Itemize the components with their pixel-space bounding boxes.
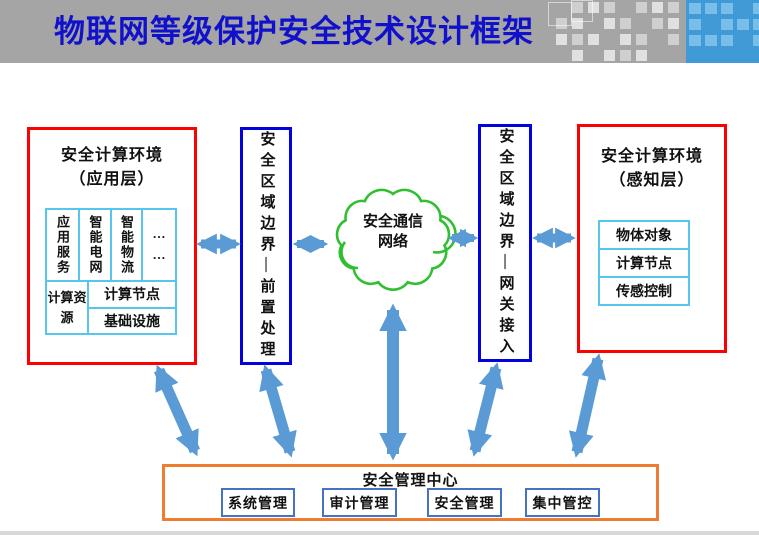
app-env-grid: 应用服务 智能电网 智能物流 … … [45,208,177,335]
cell-compute-resource-label: 计算资源 [47,290,87,325]
mgmt-item-system-label: 系统管理 [228,496,288,512]
decor-square [588,2,599,13]
secure-computing-env-perception-box: 安全计算环境 （感知层） 物体对象 计算节点 传感控制 [577,124,727,353]
decor-square [721,35,733,46]
decor-square [572,34,583,45]
security-management-center-box: 安全管理中心 系统管理 审计管理 安全管理 集中管控 [162,464,659,521]
decor-square [652,18,663,29]
decor-square [636,50,647,61]
decor-blue-block [686,0,759,63]
decor-square [620,50,631,61]
cell-ellipsis: … … [143,210,175,280]
decor-square [705,35,717,46]
perception-env-title: 安全计算环境 （感知层） [580,145,724,193]
mgmt-item-system: 系统管理 [221,488,295,517]
decor-square [668,2,679,13]
mgmt-item-audit: 审计管理 [322,488,397,517]
decor-square [652,2,663,13]
decor-square [620,18,631,29]
decor-square [604,2,615,13]
mgmt-item-audit-label: 审计管理 [329,496,390,512]
mgmt-item-security: 安全管理 [427,488,502,517]
cell-compute-node-right-label: 计算节点 [616,257,672,272]
security-boundary-front-processing-box: 安全区域边界—前置处理 [240,127,292,365]
decor-square [572,18,583,29]
app-env-grid-bottom-row: 计算资源 计算节点 基础设施 [47,282,175,333]
decor-square [668,18,679,29]
decor-outline-square [548,2,572,26]
cell-compute-resource: 计算资源 [47,282,89,333]
comm-network-line1: 安全通信 [362,214,423,230]
decor-square [721,19,733,30]
decor-square [572,2,583,13]
title-bar: 物联网等级保护安全技术设计框架 [0,0,759,63]
decor-square [604,50,615,61]
mgmt-item-central-control-label: 集中管控 [532,496,593,512]
decor-square [588,34,599,45]
mgmt-center-title: 安全管理中心 [362,473,459,489]
arrow-perception-mgmt [568,353,607,458]
decor-square [668,34,679,45]
comm-network-line2: 网络 [377,234,408,251]
decor-square [737,19,749,30]
app-env-grid-top-row: 应用服务 智能电网 智能物流 … … [47,210,175,282]
cell-infrastructure-label: 基础设施 [104,314,160,330]
ellipsis-line2: … [152,247,166,262]
decor-square [689,19,701,30]
cell-app-service: 应用服务 [47,210,80,280]
perception-env-cells: 物体对象 计算节点 传感控制 [598,220,690,306]
arrow-appenv-mgmt [153,364,201,457]
decor-square [556,18,567,29]
app-env-title-line2: （应用层） [69,171,155,188]
cell-app-service-label: 应用服务 [55,215,70,275]
security-boundary-gateway-box: 安全区域边界—网关接入 [478,124,532,362]
decor-square [620,34,631,45]
cell-sensor-control: 传感控制 [598,276,690,306]
cell-sensor-control-label: 传感控制 [616,285,672,300]
diagram-canvas: 安全计算环境 （应用层） 应用服务 智能电网 智能物流 … [0,63,759,531]
decor-outline-square [571,0,593,22]
cell-object: 物体对象 [598,220,690,250]
cell-compute-node: 计算节点 [89,282,175,309]
decor-square [753,35,759,46]
slide-bottom-edge [0,531,759,535]
cell-infrastructure: 基础设施 [89,309,175,334]
ellipsis-line1: … [152,226,166,242]
decor-square [721,3,733,14]
decor-square [753,3,759,14]
perception-env-title-line1: 安全计算环境 [600,148,703,165]
decor-square [604,18,615,29]
page-title: 物联网等级保护安全技术设计框架 [54,14,534,49]
decor-square [689,35,701,46]
secure-computing-env-application-box: 安全计算环境 （应用层） 应用服务 智能电网 智能物流 … [27,127,197,365]
boundary-right-label: 安全区域边界—网关接入 [497,127,514,359]
decor-square [636,2,647,13]
cell-smart-logistics: 智能物流 [112,210,143,280]
decor-square [556,34,567,45]
decor-square [753,19,759,30]
decor-square [689,3,701,14]
perception-env-title-line2: （感知层） [609,172,695,189]
arrow-boundaryright-mgmt [467,362,504,457]
cell-smart-grid-label: 智能电网 [87,215,103,275]
cell-smart-logistics-label: 智能物流 [119,215,134,275]
boundary-left-label: 安全区域边界—前置处理 [258,130,275,362]
arrow-boundaryleft-mgmt [259,364,297,458]
cell-object-label: 物体对象 [616,229,672,244]
comm-network-label: 安全通信 网络 [348,212,438,253]
mgmt-item-security-label: 安全管理 [434,496,495,512]
app-env-title: 安全计算环境 （应用层） [30,144,194,192]
cell-compute-node-right: 计算节点 [598,248,690,278]
decor-square [705,3,717,14]
decor-square [636,34,647,45]
cell-smart-grid: 智能电网 [80,210,112,280]
app-env-title-line1: 安全计算环境 [60,147,163,164]
cell-compute-node-label: 计算节点 [104,288,160,304]
decor-square [572,50,583,61]
mgmt-item-central-control: 集中管控 [525,488,600,517]
